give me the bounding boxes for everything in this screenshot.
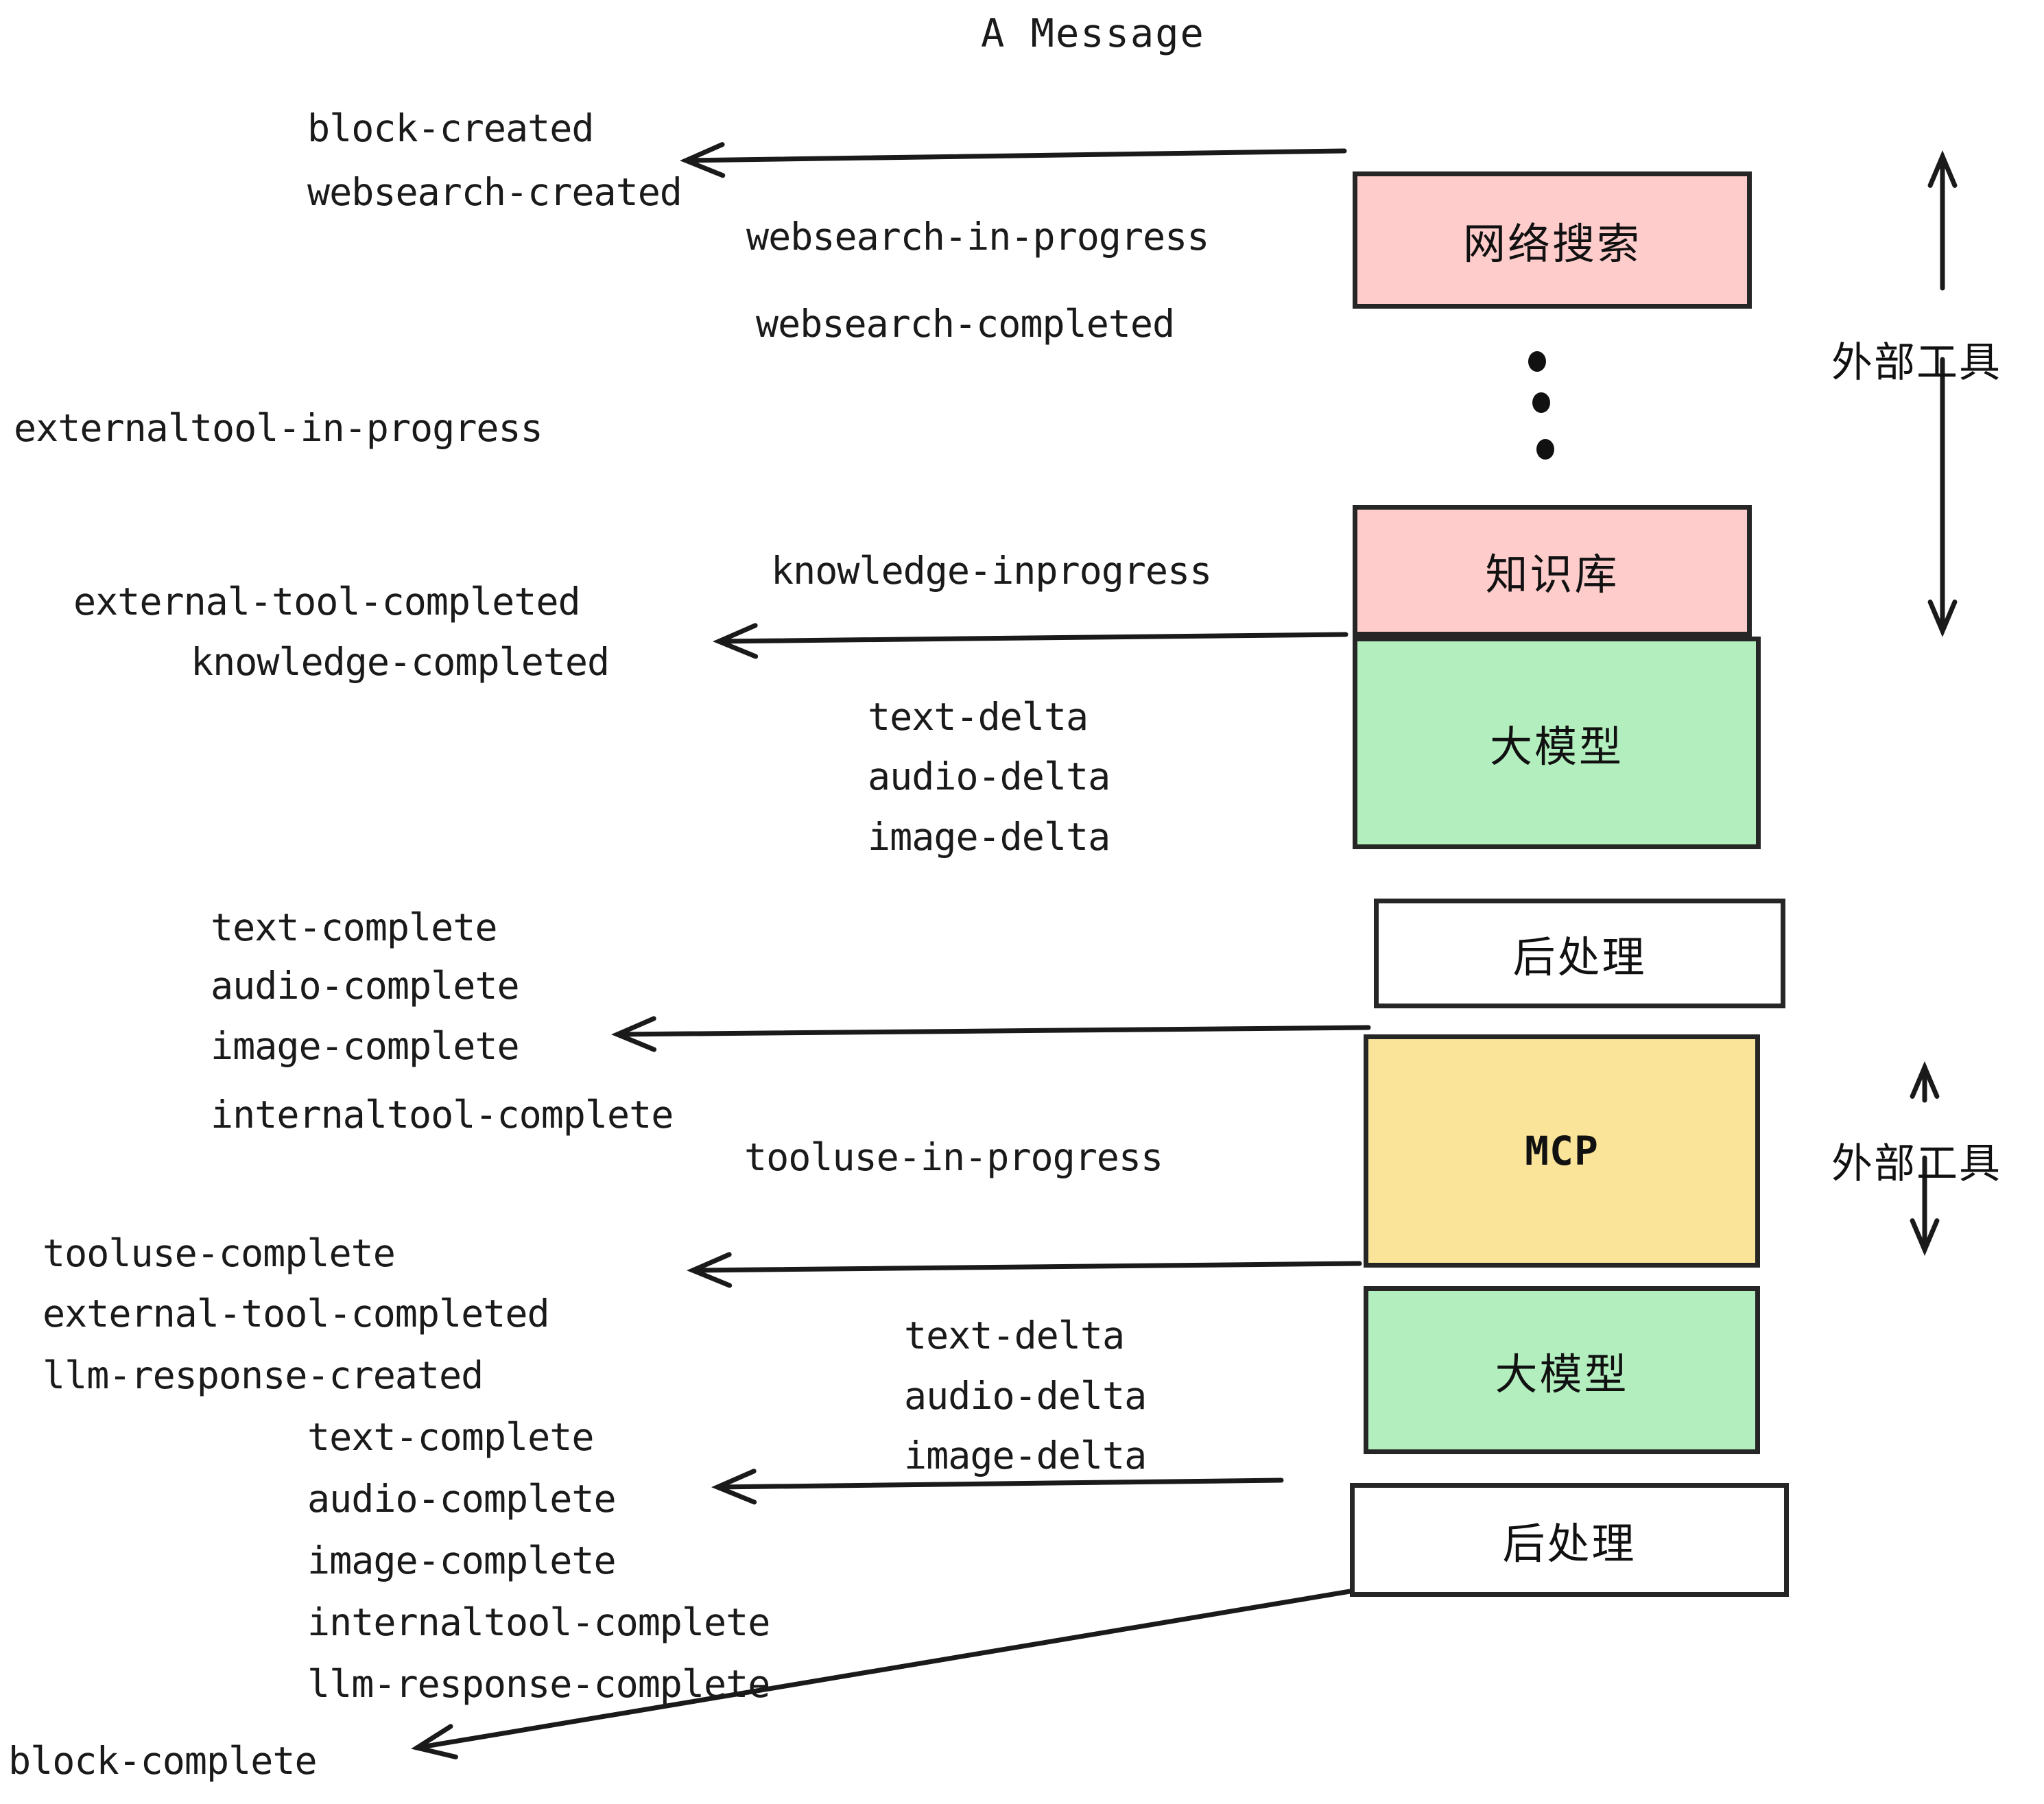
- arrow-arrow-tooluse-complete: [690, 1261, 1362, 1273]
- box-label: 后处理: [1502, 1519, 1637, 1569]
- box-label: 后处理: [1512, 932, 1647, 982]
- box-postprocess-2: 后处理: [1350, 1483, 1789, 1597]
- ellipsis-dot-2: [1532, 392, 1550, 413]
- event-label-text-complete-2: text-complete: [307, 1415, 594, 1459]
- ellipsis-dot-3: [1536, 439, 1554, 460]
- event-label-image-delta-2: image-delta: [904, 1434, 1147, 1477]
- event-label-image-complete-2: image-complete: [307, 1539, 617, 1582]
- event-label-external-tool-completed-2: external-tool-completed: [43, 1292, 550, 1336]
- event-label-websearch-completed: websearch-completed: [756, 302, 1175, 346]
- event-label-llm-response-complete: llm-response-complete: [307, 1662, 770, 1706]
- box-mcp: MCP: [1364, 1034, 1760, 1268]
- event-label-knowledge-inprogress: knowledge-inprogress: [771, 549, 1212, 593]
- event-label-audio-delta-2: audio-delta: [904, 1374, 1147, 1418]
- arrow-arrow-audio-complete: [715, 1477, 1284, 1490]
- scope-scope-top-down-head: [1927, 600, 1958, 637]
- event-label-llm-response-created: llm-response-created: [43, 1353, 484, 1397]
- event-label-external-tool-completed-1: external-tool-completed: [73, 580, 581, 624]
- arrow-arrow-image-complete: [615, 1025, 1371, 1037]
- arrow-arrow-knowledge-completed: [716, 632, 1348, 644]
- arrow-arrow-tooluse-complete-head: [687, 1252, 733, 1288]
- arrow-arrow-block-complete-head: [411, 1724, 458, 1759]
- arrow-arrow-image-complete-head: [611, 1016, 657, 1052]
- event-label-internaltool-complete-1: internaltool-complete: [211, 1093, 674, 1137]
- arrow-arrow-knowledge-completed-head: [713, 623, 759, 659]
- scope-label-external-tool-bottom: 外部工具: [1831, 1140, 2001, 1188]
- event-label-text-delta-2: text-delta: [904, 1314, 1125, 1357]
- event-label-text-delta-1: text-delta: [868, 695, 1089, 739]
- arrow-arrow-block-created: [683, 148, 1347, 163]
- box-postprocess-1: 后处理: [1374, 899, 1785, 1008]
- event-label-block-created: block-created: [307, 106, 594, 150]
- box-label: 知识库: [1485, 549, 1619, 600]
- ellipsis-dot-1: [1528, 351, 1546, 372]
- box-llm-2: 大模型: [1364, 1286, 1760, 1454]
- event-label-image-delta-1: image-delta: [868, 815, 1110, 859]
- scope-scope-bot-up-head: [1910, 1061, 1940, 1099]
- box-websearch: 网络搜索: [1353, 171, 1752, 309]
- event-label-block-complete: block-complete: [8, 1739, 318, 1783]
- arrow-arrow-block-created-head: [680, 142, 726, 178]
- scope-scope-bot-down-head: [1910, 1218, 1940, 1256]
- page-title: A Message: [981, 11, 1205, 56]
- scope-label-external-tool-top: 外部工具: [1831, 339, 2001, 387]
- box-label: MCP: [1525, 1128, 1599, 1174]
- event-label-audio-complete-1: audio-complete: [211, 964, 520, 1008]
- scope-scope-top-up-head: [1927, 150, 1958, 188]
- event-label-audio-delta-1: audio-delta: [868, 755, 1110, 798]
- event-label-audio-complete-2: audio-complete: [307, 1477, 617, 1521]
- event-label-websearch-created: websearch-created: [307, 170, 682, 214]
- event-label-text-complete-1: text-complete: [211, 905, 497, 949]
- event-label-image-complete-1: image-complete: [211, 1024, 520, 1068]
- box-label: 大模型: [1495, 1349, 1629, 1399]
- box-label: 大模型: [1489, 722, 1624, 772]
- box-knowledge: 知识库: [1353, 505, 1752, 637]
- arrow-arrow-audio-complete-head: [711, 1469, 757, 1505]
- event-label-internaltool-complete-2: internaltool-complete: [307, 1600, 770, 1644]
- event-label-knowledge-completed: knowledge-completed: [191, 640, 610, 684]
- event-label-tooluse-complete: tooluse-complete: [43, 1231, 396, 1275]
- event-label-externaltool-in-progress: externaltool-in-progress: [14, 406, 543, 450]
- event-label-websearch-in-progress: websearch-in-progress: [746, 215, 1209, 259]
- event-label-tooluse-in-progress: tooluse-in-progress: [744, 1135, 1163, 1179]
- box-label: 网络搜索: [1462, 219, 1641, 269]
- box-llm-1: 大模型: [1353, 637, 1761, 849]
